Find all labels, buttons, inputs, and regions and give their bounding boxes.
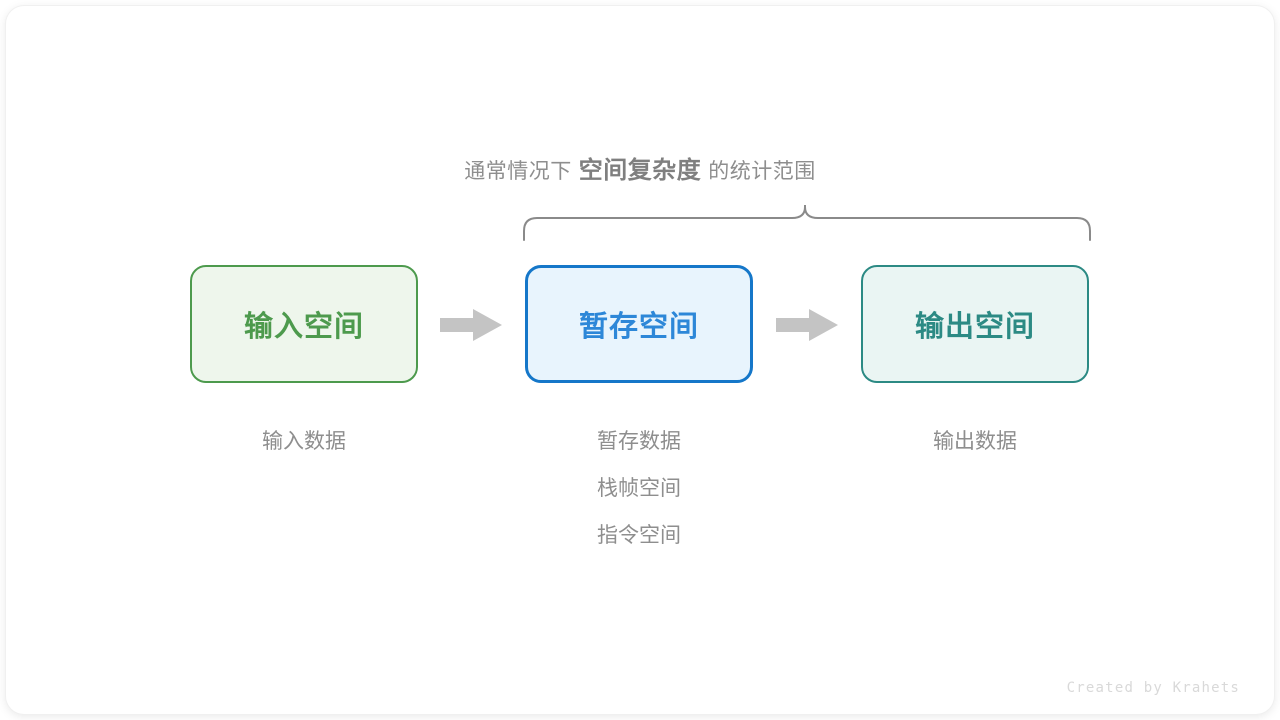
arrow-input-to-temp-icon bbox=[440, 309, 502, 341]
scope-brace bbox=[500, 195, 1120, 255]
scope-caption-emphasis: 空间复杂度 bbox=[578, 157, 702, 184]
caption-line: 输入数据 bbox=[262, 430, 346, 453]
caption-column-output: 输出数据 bbox=[861, 418, 1089, 465]
watermark: Created by Krahets bbox=[1066, 680, 1240, 696]
scope-caption: 通常情况下空间复杂度的统计范围 bbox=[0, 150, 1280, 185]
caption-column-input: 输入数据 bbox=[190, 418, 418, 465]
caption-line: 输出数据 bbox=[933, 430, 1017, 453]
node-temp-space-label: 暂存空间 bbox=[578, 311, 699, 343]
scope-caption-suffix: 的统计范围 bbox=[708, 160, 816, 183]
caption-line: 指令空间 bbox=[597, 524, 681, 547]
flow-row: 输入空间 暂存空间 输出空间 bbox=[0, 265, 1280, 385]
node-captions: 输入数据 暂存数据 栈帧空间 指令空间 输出数据 bbox=[0, 418, 1280, 598]
caption-line: 暂存数据 bbox=[597, 430, 681, 453]
node-temp-space[interactable]: 暂存空间 bbox=[525, 265, 753, 383]
node-input-space-label: 输入空间 bbox=[243, 311, 364, 343]
caption-column-temp: 暂存数据 栈帧空间 指令空间 bbox=[525, 418, 753, 559]
scope-caption-prefix: 通常情况下 bbox=[464, 160, 572, 183]
node-input-space[interactable]: 输入空间 bbox=[190, 265, 418, 383]
caption-line: 栈帧空间 bbox=[597, 477, 681, 500]
arrow-temp-to-output-icon bbox=[776, 309, 838, 341]
node-output-space-label: 输出空间 bbox=[914, 311, 1035, 343]
node-output-space[interactable]: 输出空间 bbox=[861, 265, 1089, 383]
